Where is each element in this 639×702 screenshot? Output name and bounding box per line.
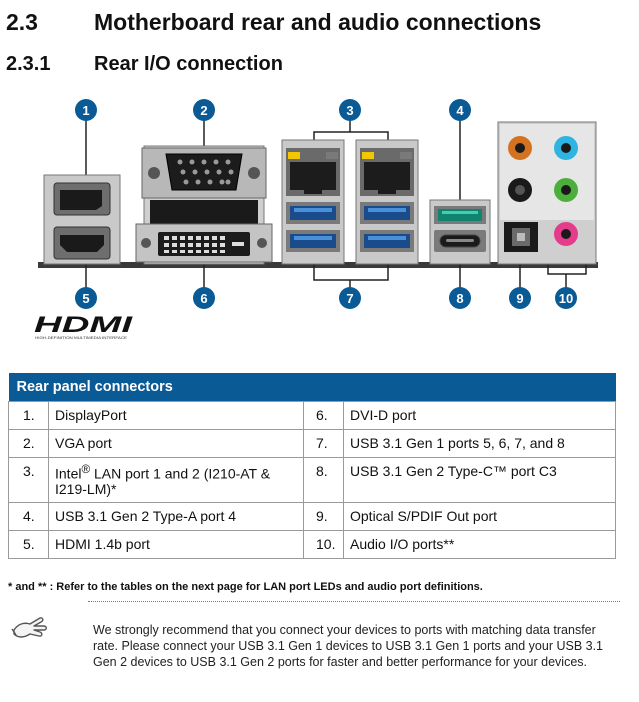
hand-note-icon: [11, 617, 47, 638]
lan-port-2: [364, 162, 410, 194]
item-number: 1.: [8, 400, 49, 430]
table-row: 5. HDMI 1.4b port 10. Audio I/O ports**: [8, 530, 616, 560]
pcb-base: [38, 262, 598, 268]
item-number: 4.: [8, 502, 49, 532]
lan-usb-stack-right: [355, 139, 419, 265]
item-label: USB 3.1 Gen 2 Type-A port 4: [48, 502, 304, 532]
item-label: Intel® LAN port 1 and 2 (I210-AT & I219-…: [48, 456, 304, 504]
table-row: 1. DisplayPort 6. DVI-D port: [8, 400, 616, 430]
table-row: 3. Intel® LAN port 1 and 2 (I210-AT & I2…: [8, 456, 616, 504]
registered-mark: ®: [81, 462, 91, 476]
svg-text:HDMI: HDMI: [34, 312, 134, 337]
svg-text:3: 3: [346, 103, 353, 118]
item-label: DisplayPort: [48, 400, 304, 430]
item-label: Optical S/PDIF Out port: [343, 502, 616, 532]
item-number: 5.: [8, 530, 49, 560]
item-label: USB 3.1 Gen 2 Type-C™ port C3: [343, 456, 616, 504]
item-number: 9.: [303, 502, 344, 532]
section-number: 2.3: [6, 9, 38, 35]
table-header: Rear panel connectors: [8, 373, 616, 401]
item-number: 10.: [303, 530, 344, 560]
displayport-connector: [60, 190, 102, 210]
section-title: Motherboard rear and audio connections: [94, 9, 542, 35]
callout-badge-1: 1: [75, 99, 97, 121]
svg-text:8: 8: [456, 291, 463, 306]
svg-text:HIGH-DEFINITION MULTIMEDIA INT: HIGH-DEFINITION MULTIMEDIA INTERFACE: [35, 335, 127, 340]
svg-text:4: 4: [456, 103, 464, 118]
item-label: DVI-D port: [343, 400, 616, 430]
recommendation-note: We strongly recommend that you connect y…: [93, 623, 604, 669]
footnote: * and ** : Refer to the tables on the ne…: [8, 581, 483, 593]
usb-type-a-port-4: [438, 209, 482, 221]
item-label-rest: LAN port 1 and 2 (I210-AT & I219-LM)*: [55, 465, 271, 498]
hdmi-connector: [60, 235, 104, 252]
hdmi-logo: HDMI HIGH-DEFINITION MULTIMEDIA INTERFAC…: [34, 312, 134, 340]
table-row: 2. VGA port 7. USB 3.1 Gen 1 ports 5, 6,…: [8, 428, 616, 458]
rear-io-diagram: 1 2 3 4 5 6 7 8 9 10: [38, 99, 598, 309]
svg-text:2: 2: [200, 103, 207, 118]
svg-text:6: 6: [200, 291, 207, 306]
callout-badge-8: 8: [449, 287, 471, 309]
callout-badge-5: 5: [75, 287, 97, 309]
lan-usb-stack-left: [281, 139, 345, 265]
svg-text:5: 5: [82, 291, 89, 306]
usb-gen2-stack: [429, 199, 491, 265]
vga-dvi-stack: [135, 145, 273, 265]
svg-text:1: 1: [82, 103, 89, 118]
subsection-number: 2.3.1: [6, 53, 51, 75]
note-divider: [88, 601, 620, 602]
item-number: 2.: [8, 428, 49, 458]
item-label: HDMI 1.4b port: [48, 530, 304, 560]
item-label: USB 3.1 Gen 1 ports 5, 6, 7, and 8: [343, 428, 616, 458]
callout-badge-3: 3: [339, 99, 361, 121]
subsection-title: Rear I/O connection: [94, 53, 283, 75]
table-row: 4. USB 3.1 Gen 2 Type-A port 4 9. Optica…: [8, 502, 616, 532]
callout-badge-9: 9: [509, 287, 531, 309]
lan-port-1: [290, 162, 336, 194]
item-number: 7.: [303, 428, 344, 458]
item-number: 3.: [8, 456, 49, 504]
callout-badge-10: 10: [555, 287, 577, 309]
callout-badge-2: 2: [193, 99, 215, 121]
item-label-brand: Intel: [55, 465, 82, 482]
item-number: 6.: [303, 400, 344, 430]
audio-panel: [497, 121, 597, 265]
svg-text:10: 10: [559, 291, 573, 306]
svg-text:9: 9: [516, 291, 523, 306]
callout-badge-6: 6: [193, 287, 215, 309]
svg-text:7: 7: [346, 291, 353, 306]
item-label: VGA port: [48, 428, 304, 458]
rear-panel-connectors-table: Rear panel connectors 1. DisplayPort 6. …: [8, 373, 616, 560]
callout-badge-4: 4: [449, 99, 471, 121]
item-label: Audio I/O ports**: [343, 530, 616, 560]
callout-badge-7: 7: [339, 287, 361, 309]
item-number: 8.: [303, 456, 344, 504]
displayport-hdmi-stack: [43, 174, 121, 265]
